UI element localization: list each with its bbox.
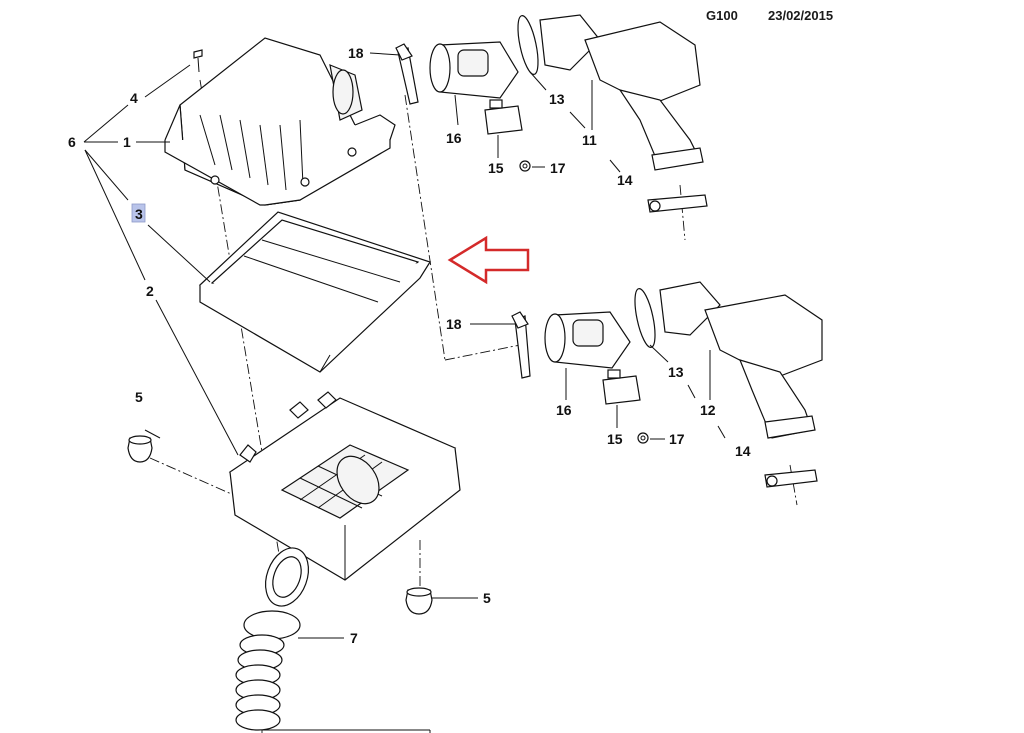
callout-14: 14 — [617, 172, 633, 188]
callout-3[interactable]: 3 — [135, 206, 143, 222]
callout-16: 16 — [556, 402, 572, 418]
air-filter-element-part — [198, 211, 432, 373]
callout-14: 14 — [735, 443, 751, 459]
callout-2: 2 — [146, 283, 154, 299]
air-box-cover-part — [164, 37, 396, 206]
callout-13: 13 — [549, 91, 565, 107]
callout-5: 5 — [135, 389, 143, 405]
clip-part — [395, 43, 419, 105]
callout-12: 12 — [700, 402, 716, 418]
assembly-line — [444, 344, 521, 361]
nut-part — [519, 160, 531, 172]
seal-ring-part — [634, 288, 656, 348]
red-arrow-icon — [447, 235, 530, 285]
mass-air-flow-sensor-part — [544, 311, 631, 369]
nut-part — [637, 432, 649, 444]
screw-part — [193, 49, 203, 73]
callout-18: 18 — [348, 45, 364, 61]
callout-1: 1 — [123, 134, 131, 150]
selected-callout-highlight — [131, 203, 146, 223]
callout-15: 15 — [607, 431, 623, 447]
assembly-line — [789, 464, 798, 506]
callout-16: 16 — [446, 130, 462, 146]
callout-18: 18 — [446, 316, 462, 332]
assembly-line — [404, 94, 446, 361]
grommet-part — [405, 587, 433, 615]
assembly-line — [679, 184, 686, 241]
callout-17: 17 — [550, 160, 566, 176]
callout-13: 13 — [668, 364, 684, 380]
diagram-code: G100 — [706, 8, 738, 23]
diagram-date: 23/02/2015 — [768, 8, 834, 23]
intake-duct-part — [539, 14, 704, 171]
callout-4: 4 — [130, 90, 138, 106]
assembly-line — [149, 457, 246, 501]
mass-air-flow-sensor-part — [429, 41, 519, 99]
callout-6: 6 — [68, 134, 76, 150]
callout-15: 15 — [488, 160, 504, 176]
intake-duct-part — [659, 281, 823, 439]
grommet-part — [127, 435, 153, 463]
callout-5: 5 — [483, 590, 491, 606]
clip-part — [511, 311, 531, 379]
leader-lines — [83, 52, 726, 639]
callout-7: 7 — [350, 630, 358, 646]
seal-ring-part — [517, 15, 539, 75]
callout-11: 11 — [582, 132, 597, 148]
intake-hose-part — [235, 610, 301, 731]
connector-part — [602, 369, 641, 405]
connector-part — [484, 99, 523, 135]
callout-17: 17 — [669, 431, 685, 447]
hose-clamp-part — [647, 194, 708, 213]
air-box-lower-part — [228, 391, 461, 607]
hose-clamp-part — [764, 469, 818, 488]
